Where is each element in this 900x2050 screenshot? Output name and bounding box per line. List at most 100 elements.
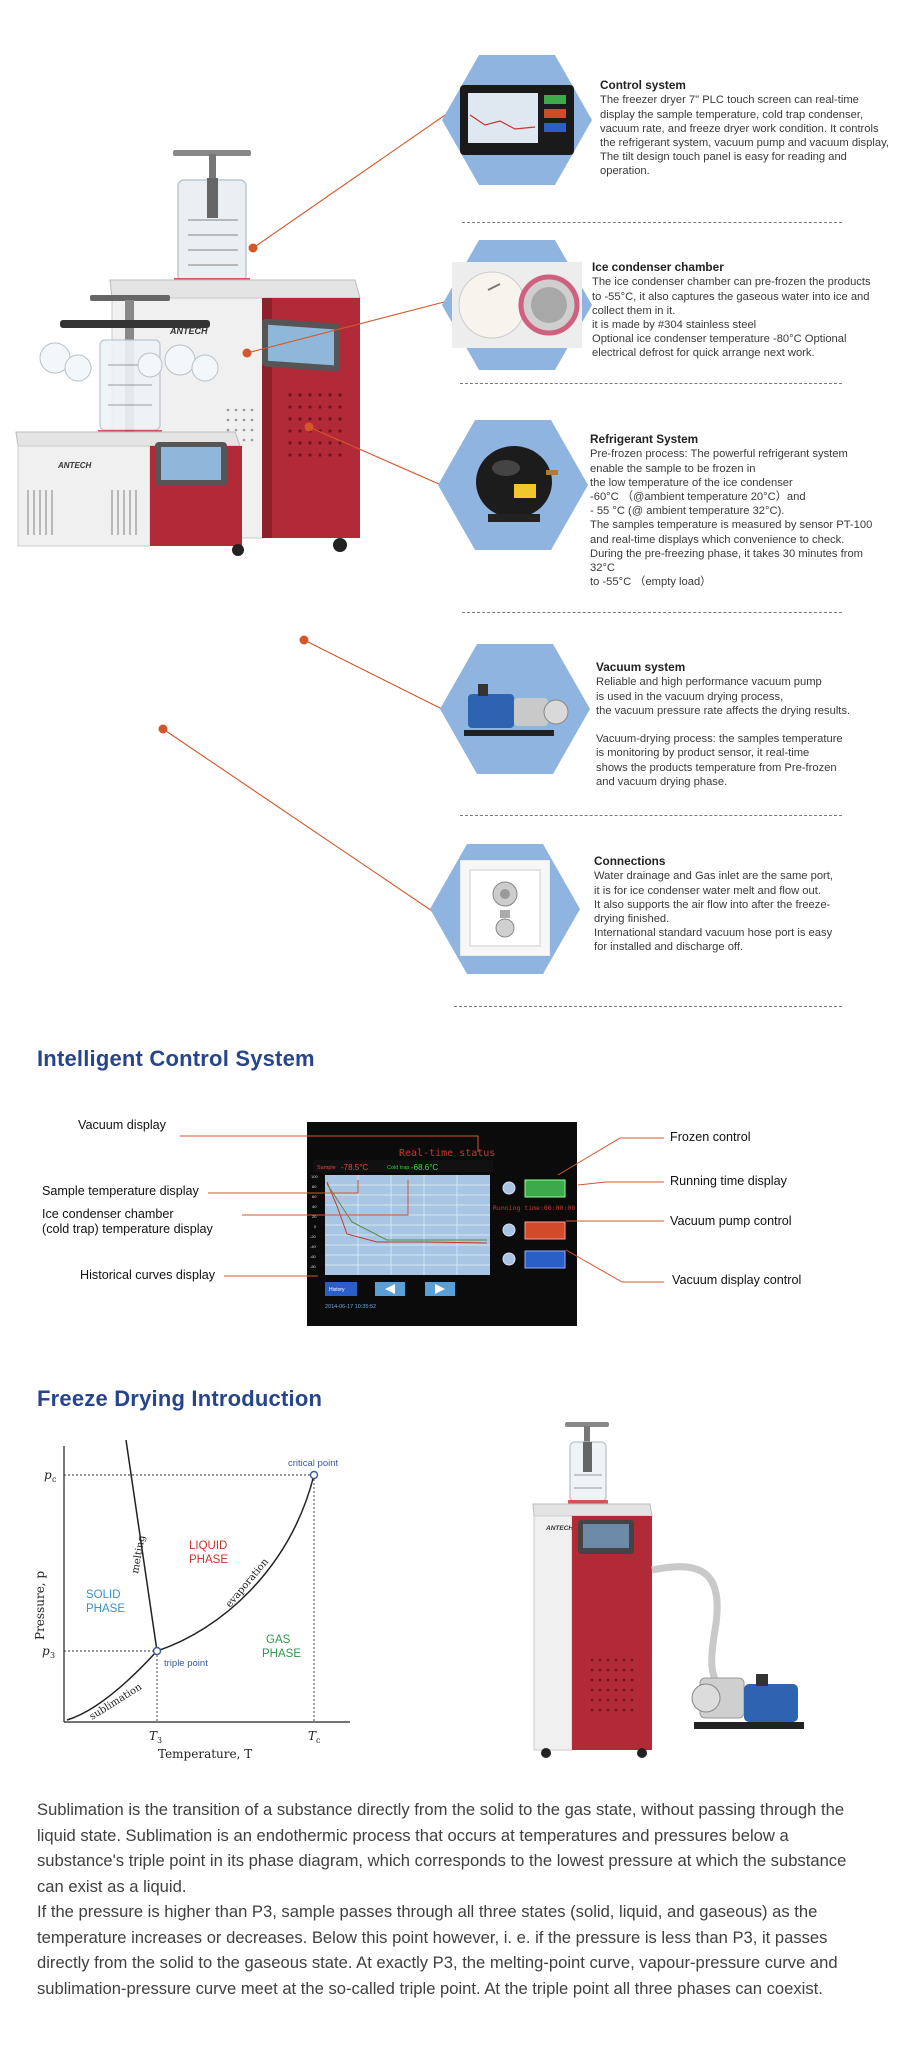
sample-label: Sample (317, 1165, 336, 1171)
divider (460, 383, 842, 384)
feature-title: Control system (600, 78, 686, 93)
divider (462, 612, 842, 613)
critical-point-marker (309, 1470, 319, 1480)
refrigerant-hex (438, 420, 588, 550)
tc-sub: c (316, 1736, 321, 1745)
paragraph-1: Sublimation is the transition of a subst… (37, 1800, 847, 1896)
feature-body: Reliable and high performance vacuum pum… (596, 676, 851, 788)
liquid-phase-line2: PHASE (189, 1554, 228, 1566)
svg-text:80: 80 (312, 1184, 317, 1189)
evaporation-label: evaporation (224, 1556, 272, 1610)
pc-sub: c (52, 1475, 57, 1484)
feature-body: Water drainage and Gas inlet are the sam… (594, 870, 834, 954)
triple-point-marker (152, 1646, 162, 1656)
cold-trap-label: Cold trap (387, 1165, 409, 1171)
brand-text-small: ANTECH (57, 461, 92, 470)
svg-text:100: 100 (311, 1174, 318, 1179)
freeze-dryer-with-pump: ANTECH (532, 1422, 804, 1758)
x-axis-label: Temperature, T (158, 1747, 252, 1761)
screen-datetime: 2014-06-17 10:35:52 (325, 1304, 376, 1310)
control-system-hex (442, 55, 592, 185)
section-title-control: Intelligent Control System (37, 1046, 315, 1071)
gas-phase-line1: GAS (266, 1634, 291, 1646)
arrow-right-icon (435, 1284, 445, 1294)
vacuum-display-indicator[interactable] (502, 1252, 516, 1266)
liquid-phase-line1: LIQUID (189, 1540, 227, 1552)
label-vacuum-display-control: Vacuum display control (672, 1273, 802, 1287)
svg-text:-40: -40 (310, 1244, 317, 1249)
control-screen: Real-time status Sample -78.5°C Cold tra… (307, 1122, 577, 1326)
pc-label: p (44, 1468, 52, 1482)
frozen-indicator[interactable] (502, 1181, 516, 1195)
solid-phase-line1: SOLID (86, 1589, 121, 1601)
evaporation-curve (156, 1474, 315, 1652)
touch-screen-thumbnail (460, 85, 574, 155)
vacuum-pump-thumbnail (464, 684, 569, 736)
arrow-left-icon (385, 1284, 395, 1294)
feature-body: Pre-frozen process: The powerful refrige… (590, 448, 873, 589)
ice-condenser-hex (442, 240, 592, 370)
melting-curve (125, 1439, 158, 1652)
history-button-label: History (329, 1287, 345, 1293)
control-screen-display: Real-time status Sample -78.5°C Cold tra… (307, 1122, 577, 1326)
freeze-dryer-illustration: ANTECH (15, 150, 361, 734)
label-running-time: Running time display (670, 1174, 787, 1188)
y-ticks: 100 80 60 40 20 0 -20 -40 -60 -80 (310, 1174, 318, 1269)
svg-text:0: 0 (314, 1224, 317, 1229)
small-freeze-dryer: ANTECH (15, 295, 244, 556)
sublimation-curve (66, 1650, 158, 1721)
p3-label: p (42, 1644, 50, 1658)
control-leader-lines (180, 1135, 664, 1283)
feature-body: The freezer dryer 7" PLC touch screen ca… (600, 94, 889, 178)
port-thumbnail (460, 860, 550, 956)
critical-point-label: critical point (288, 1458, 339, 1469)
gas-phase-line2: PHASE (262, 1648, 301, 1660)
condenser-thumbnail (452, 262, 582, 348)
divider (462, 222, 842, 223)
label-vacuum-pump-control: Vacuum pump control (670, 1214, 792, 1228)
triple-point-label: triple point (164, 1658, 208, 1669)
sample-value: -78.5°C (341, 1163, 368, 1172)
label-cold-trap-temp: Ice condenser chamber (cold trap) temper… (42, 1207, 213, 1236)
svg-text:-80: -80 (310, 1264, 317, 1269)
t3-label: T (149, 1729, 158, 1743)
y-axis-label: Pressure, p (33, 1571, 47, 1640)
compressor-thumbnail (476, 446, 558, 522)
t3-sub: 3 (157, 1736, 162, 1745)
svg-text:-20: -20 (310, 1234, 317, 1239)
phase-diagram: critical point triple point p c p 3 T 3 … (33, 1439, 350, 1761)
p3-sub: 3 (50, 1651, 55, 1660)
divider (454, 1006, 842, 1007)
divider (460, 815, 842, 816)
label-frozen-control: Frozen control (670, 1130, 751, 1144)
paragraph-2: If the pressure is higher than P3, sampl… (37, 1902, 838, 1998)
running-time: Running time:00:00:00 (493, 1204, 575, 1212)
label-sample-temp: Sample temperature display (42, 1184, 199, 1198)
svg-text:60: 60 (312, 1194, 317, 1199)
svg-text:20: 20 (312, 1214, 317, 1219)
sublimation-label: sublimation (88, 1681, 145, 1722)
feature-body: The ice condenser chamber can pre-frozen… (592, 276, 871, 360)
label-vacuum-display: Vacuum display (78, 1118, 166, 1132)
frozen-control-button[interactable] (524, 1179, 566, 1198)
svg-text:-60: -60 (310, 1254, 317, 1259)
vacuum-hex (440, 644, 590, 774)
history-button[interactable] (325, 1282, 357, 1296)
vacuum-pump-button[interactable] (524, 1221, 566, 1240)
section-title-intro: Freeze Drying Introduction (37, 1386, 323, 1411)
vacuum-pump-indicator[interactable] (502, 1223, 516, 1237)
cold-trap-value: -68.6°C (411, 1163, 438, 1172)
feature-title: Vacuum system (596, 660, 686, 675)
screen-header: Real-time status (399, 1148, 495, 1159)
tc-label: T (308, 1729, 317, 1743)
vacuum-display-button[interactable] (524, 1250, 566, 1269)
solid-phase-line2: PHASE (86, 1603, 125, 1615)
brand-text: ANTECH (169, 326, 208, 336)
feature-title: Refrigerant System (590, 432, 699, 447)
feature-title: Connections (594, 854, 666, 869)
